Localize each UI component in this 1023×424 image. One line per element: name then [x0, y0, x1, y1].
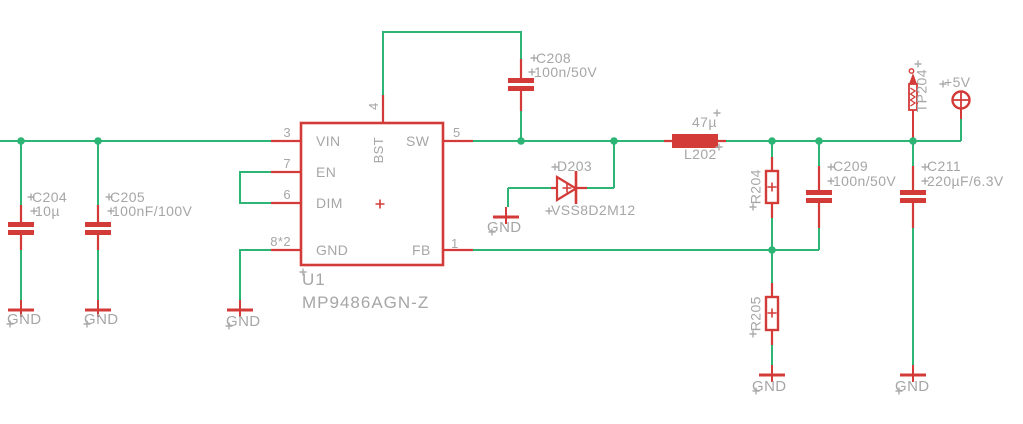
c204-ref-label: C204 — [32, 189, 68, 205]
d203-value-label: VSS8D2M12 — [551, 202, 636, 218]
l202-ref-label: L202 — [684, 146, 717, 162]
r204-ref-label: R204 — [747, 169, 764, 205]
c211-capacitor-symbol[interactable] — [900, 166, 926, 228]
u1-pin4-number: 4 — [365, 102, 381, 110]
gnd-symbol-c211[interactable] — [900, 365, 926, 382]
tp204-ref-label: TP204 — [913, 69, 930, 113]
gnd-label-c204: GND — [7, 311, 42, 328]
net-wires — [0, 31, 962, 365]
u1-pin-vin-label: VIN — [316, 133, 341, 149]
c211-value-label: 220µF/6.3V — [927, 173, 1004, 189]
gnd-symbol-c205[interactable] — [85, 300, 111, 317]
gnd-label-c205: GND — [84, 311, 119, 328]
gnd-symbol-u1[interactable] — [227, 300, 253, 317]
origin-cross-marks — [6, 54, 947, 395]
c208-value-label: 100n/50V — [534, 64, 598, 80]
tp204-testpoint-symbol[interactable] — [908, 68, 918, 141]
l202-value-label: 47µ — [692, 114, 717, 130]
junction-dots — [17, 137, 917, 254]
c205-value-label: 100nF/100V — [112, 203, 193, 219]
c209-capacitor-symbol[interactable] — [806, 166, 832, 228]
u1-pin8-number: 8*2 — [270, 234, 291, 249]
c205-capacitor-symbol[interactable] — [85, 205, 111, 250]
u1-pin-sw-label: SW — [406, 133, 430, 149]
l202-inductor-symbol[interactable] — [664, 134, 726, 148]
c209-ref-label: C209 — [833, 158, 869, 174]
u1-part-label: MP9486AGN-Z — [302, 293, 430, 312]
u1-pin6-number: 6 — [283, 187, 291, 202]
gnd-symbol-r205[interactable] — [759, 365, 785, 382]
component-origin-crosses — [375, 182, 777, 318]
r205-ref-label: R205 — [747, 296, 764, 332]
u1-pin-en-label: EN — [316, 164, 337, 180]
u1-pin3-number: 3 — [283, 125, 291, 140]
c208-capacitor-symbol[interactable] — [508, 59, 534, 111]
gnd-symbol-c204[interactable] — [8, 300, 34, 317]
plus5v-supply-symbol[interactable] — [951, 90, 971, 120]
plus5v-label: +5V — [944, 74, 971, 90]
d203-ref-label: D203 — [557, 158, 593, 174]
gnd-label-d203: GND — [487, 219, 522, 236]
u1-pin1-number: 1 — [451, 236, 459, 251]
u1-ic-symbol[interactable] — [271, 95, 473, 267]
u1-pin-gnd-label: GND — [316, 242, 349, 258]
u1-pin5-number: 5 — [453, 125, 461, 140]
c204-value-label: 10µ — [35, 203, 60, 219]
c205-ref-label: C205 — [110, 189, 146, 205]
gnd-label-u1: GND — [226, 313, 261, 330]
c204-capacitor-symbol[interactable] — [8, 205, 34, 250]
testpoint-zigzag — [909, 87, 917, 107]
u1-pin-bst-label: BST — [370, 136, 386, 164]
gnd-label-c211: GND — [895, 378, 930, 395]
gnd-label-r205: GND — [752, 378, 787, 395]
u1-pin-dim-label: DIM — [316, 195, 343, 211]
c209-value-label: 100n/50V — [833, 173, 897, 189]
u1-pin-fb-label: FB — [412, 242, 431, 258]
u1-pin7-number: 7 — [283, 156, 291, 171]
gnd-symbol-d203[interactable] — [493, 207, 519, 224]
u1-ref-label: U1 — [302, 270, 326, 289]
c211-ref-label: C211 — [927, 158, 962, 174]
c208-ref-label: C208 — [536, 50, 572, 66]
